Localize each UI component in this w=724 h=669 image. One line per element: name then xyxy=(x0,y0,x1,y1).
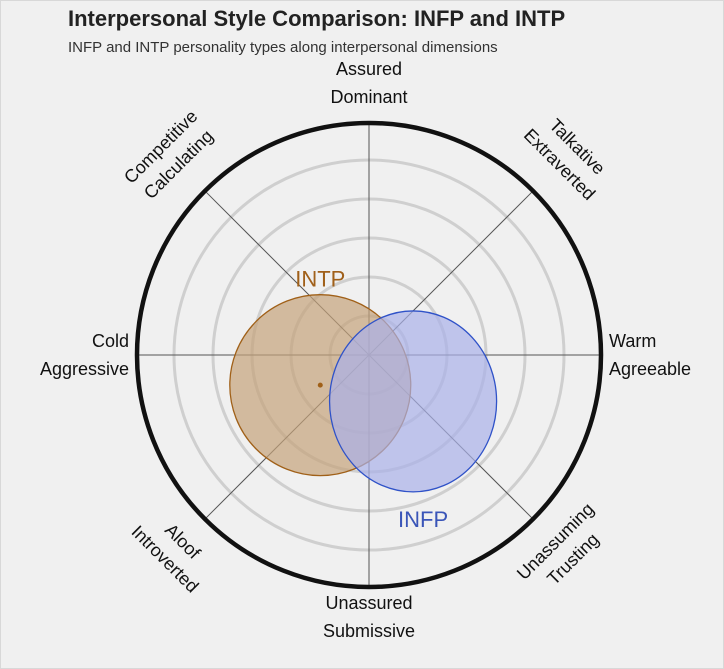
axis-label: Assured xyxy=(336,59,402,79)
axis-label: Warm xyxy=(609,331,656,351)
series-label-intp: INTP xyxy=(295,267,345,292)
outer-circle xyxy=(134,120,604,590)
axis-label: Submissive xyxy=(323,621,415,641)
axis-label: Aggressive xyxy=(40,359,129,379)
axis-label: Dominant xyxy=(330,87,407,107)
axis-label: Agreeable xyxy=(609,359,691,379)
chart-title: Interpersonal Style Comparison: INFP and… xyxy=(68,6,566,31)
series-labels: INTP INFP xyxy=(295,267,448,532)
series-center-intp xyxy=(317,382,323,388)
series-ellipses xyxy=(229,294,498,493)
axis-label: Cold xyxy=(92,331,129,351)
series-label-infp: INFP xyxy=(398,507,448,532)
series-ellipse-infp xyxy=(328,310,498,493)
axis-label: Unassured xyxy=(325,593,412,613)
chart-subtitle: INFP and INTP personality types along in… xyxy=(68,39,498,56)
